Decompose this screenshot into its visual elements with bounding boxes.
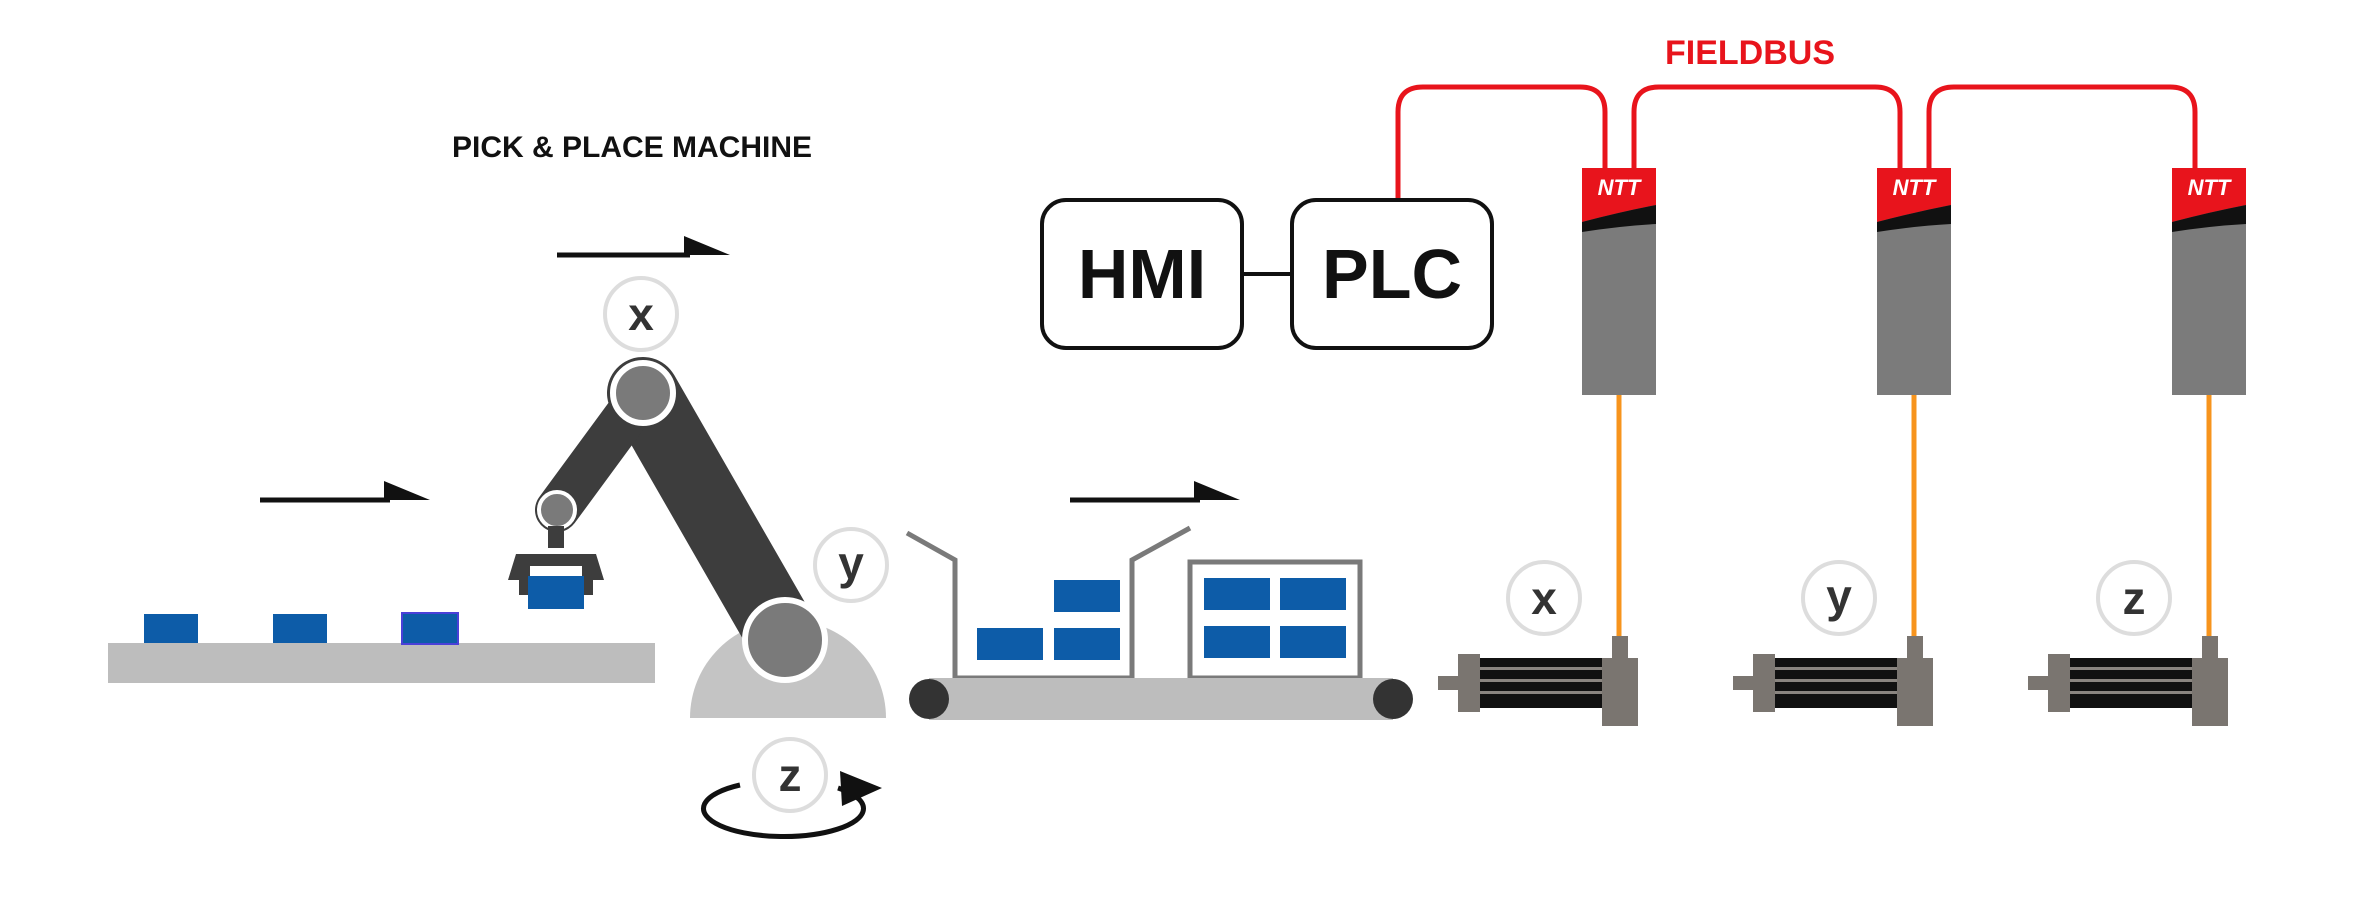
robot-base-joint [742,597,828,683]
crate-product-box-1 [1204,578,1270,610]
plc-label: PLC [1322,235,1462,313]
robot-z-axis-label: z [779,749,802,801]
plc-box: PLC [1290,198,1494,350]
motor-z-axis-label: z [2123,572,2146,624]
motor-x-axis-badge: x [1506,560,1582,636]
robot-y-axis-label: y [838,537,864,589]
fieldbus-network [1395,84,2198,198]
drive-z-brand: NTT [2188,175,2232,200]
tray-product-box-2 [977,628,1043,660]
conveyor-roller-left [909,679,949,719]
servo-drive-y: NTT [1877,168,1951,640]
machine-title: PICK & PLACE MACHINE [452,131,812,164]
motor-x-axis-label: x [1531,572,1557,624]
gripped-product-box [528,576,584,609]
crate-product-box-2 [1280,578,1346,610]
motor-z-axis-badge: z [2096,560,2172,636]
product-box-3 [401,612,459,645]
fieldbus-plc-to-drive-x [1395,84,1608,198]
conveyor-roller-right [1373,679,1413,719]
motor-y-axis-badge: y [1801,560,1877,636]
drive-x-brand: NTT [1598,175,1642,200]
crate-product-box-4 [1280,626,1346,658]
hmi-label: HMI [1078,235,1206,313]
robot-x-axis-label: x [628,288,654,340]
fieldbus-drive-y-to-drive-z [1926,84,2198,168]
fieldbus-label: FIELDBUS [1665,34,1835,72]
input-conveyor-arrow-icon [260,481,430,503]
robot-z-rotation-arrow-icon [701,771,882,839]
robot-gripper [508,526,604,595]
servo-motor-z [2028,636,2228,726]
servo-motor-y [1733,636,1933,726]
output-conveyor-arrow-icon [1070,481,1240,503]
robot-x-arrow-icon [557,236,730,258]
tray-product-box-3 [1054,628,1120,660]
output-conveyor [905,525,1413,720]
servo-drive-x: NTT [1582,168,1656,640]
robot-arm [508,357,886,718]
product-box-1 [144,614,198,643]
hmi-box: HMI [1040,198,1244,350]
robot-y-axis-badge: y [813,527,889,603]
robot-wrist-joint [537,490,577,530]
open-tray [905,525,1192,681]
robot-elbow-joint [610,360,676,426]
fieldbus-drive-x-to-drive-y [1631,84,1903,168]
robot-z-axis-badge: z [752,737,828,813]
input-conveyor [108,612,655,683]
servo-drive-z: NTT [2172,168,2246,640]
motor-y-axis-label: y [1826,570,1852,622]
servo-motor-x [1438,636,1638,726]
robot-x-axis-badge: x [603,276,679,352]
product-box-2 [273,614,327,643]
crate-product-box-3 [1204,626,1270,658]
drive-y-brand: NTT [1893,175,1937,200]
tray-product-box-1 [1054,580,1120,612]
